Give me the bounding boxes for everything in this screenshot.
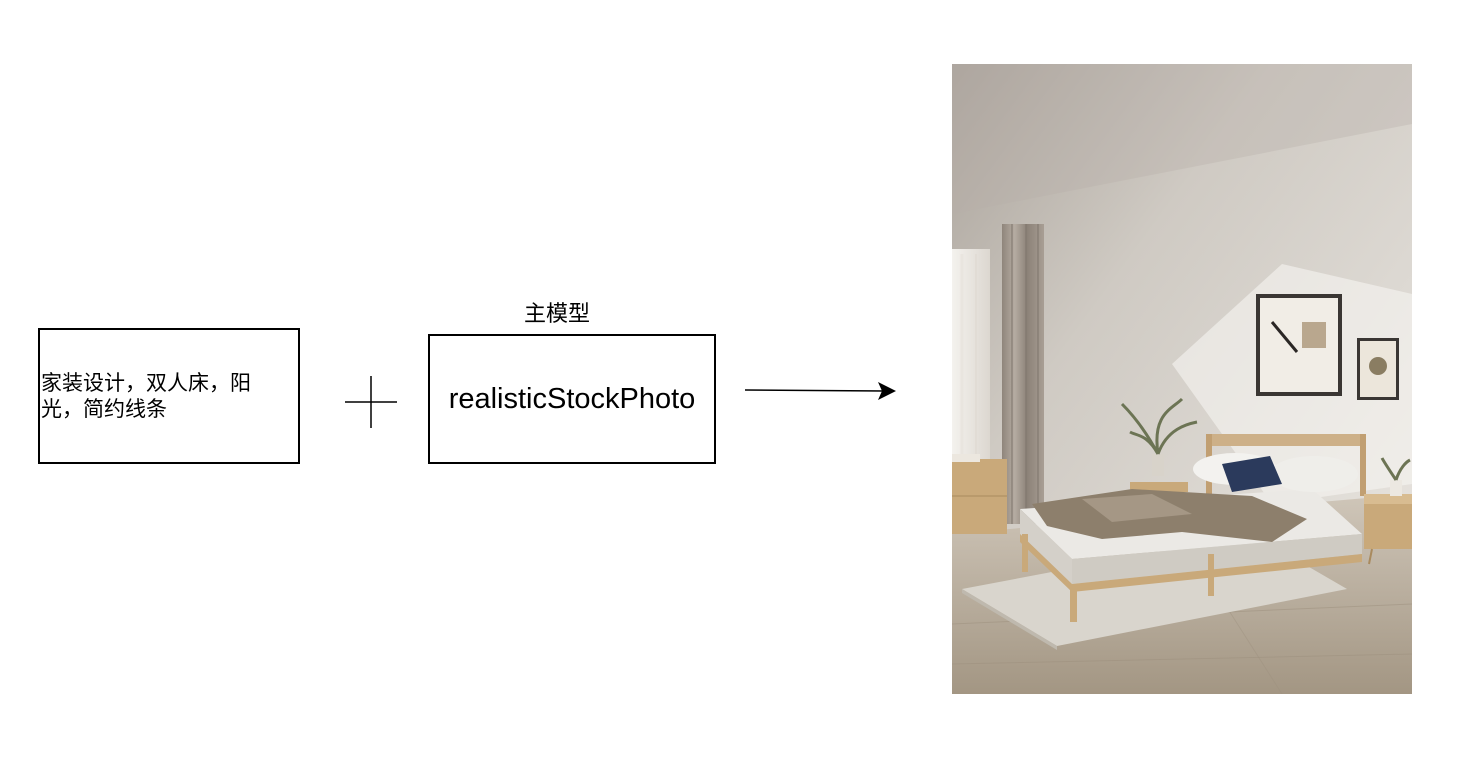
prompt-text: 家装设计，双人床，阳光，简约线条 — [41, 371, 251, 421]
model-name: realisticStockPhoto — [448, 382, 696, 415]
bedroom-photo-image — [952, 64, 1412, 694]
model-title: 主模型 — [523, 302, 590, 327]
prompt-box: 家装设计，双人床，阳光，简约线条 — [38, 328, 300, 464]
model-box: realisticStockPhoto — [428, 334, 716, 464]
